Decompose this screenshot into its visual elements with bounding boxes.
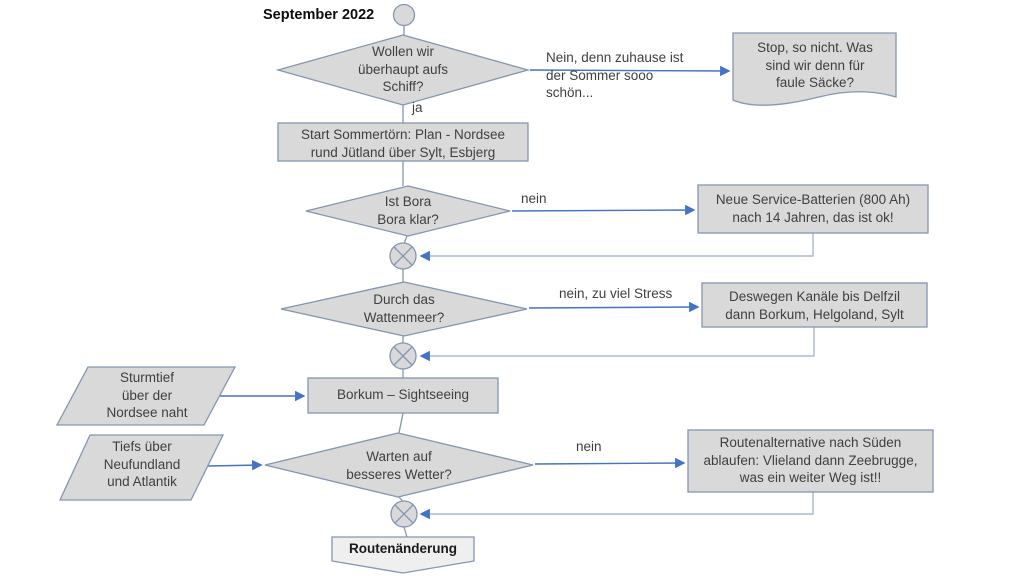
decision-bora-diamond xyxy=(305,185,511,237)
process-borkum-box xyxy=(307,377,499,414)
plain-connector-lines xyxy=(398,25,408,538)
decision-wattenmeer-diamond xyxy=(280,281,528,337)
document-stop-shape xyxy=(732,32,897,106)
process-batterien-box xyxy=(697,184,929,234)
branch-label-ja: ja xyxy=(412,100,423,115)
junction-cross-marks xyxy=(393,246,414,524)
decision-wetter-label: Warten auf besseres Wetter? xyxy=(346,449,452,482)
decision-wetter-diamond xyxy=(264,432,534,498)
offpage-routenaenderung-label: Routenänderung xyxy=(349,541,457,556)
process-routenalternative-box xyxy=(687,429,934,493)
process-kanaele-label: Deswegen Kanäle bis Delfzil dann Borkum,… xyxy=(725,289,904,322)
process-sommertoern-label: Start Sommertörn: Plan - Nordsee rund Jü… xyxy=(300,127,506,160)
input-tiefs-parallelogram xyxy=(58,434,225,501)
document-stop-label: Stop, so nicht. Was sind wir denn für fa… xyxy=(757,40,873,90)
start-circle xyxy=(392,3,416,27)
flow-arrows xyxy=(207,65,731,471)
branch-label-nein-bora: nein xyxy=(521,191,547,206)
input-tiefs-label: Tiefs über Neufundland und Atlantik xyxy=(103,439,181,489)
process-kanaele-box xyxy=(701,282,928,328)
input-sturmtief-parallelogram xyxy=(55,366,237,426)
process-batterien-label: Neue Service-Batterien (800 Ah) nach 14 … xyxy=(715,192,911,225)
process-routenalternative-label: Routenalternative nach Süden ablaufen: V… xyxy=(703,435,918,485)
process-borkum-label: Borkum – Sightseeing xyxy=(336,387,470,402)
decision-schiff-label: Wollen wir überhaupt aufs Schiff? xyxy=(357,44,449,94)
branch-label-nein-stress: nein, zu viel Stress xyxy=(559,286,673,301)
diagram-title: September 2022 xyxy=(263,7,375,23)
decision-bora-label: Ist Bora Bora klar? xyxy=(377,194,439,227)
decision-schiff-diamond xyxy=(275,34,531,106)
feedback-elbow-lines xyxy=(419,233,815,520)
offpage-routenaenderung-shape xyxy=(331,536,475,574)
input-sturmtief-label: Sturmtief über der Nordsee naht xyxy=(106,370,188,420)
branch-label-nein-zuhause: Nein, denn zuhause ist der Sommer sooo s… xyxy=(546,50,684,100)
process-sommertoern-box xyxy=(277,122,529,162)
decision-wattenmeer-label: Durch das Wattenmeer? xyxy=(363,292,445,325)
branch-label-nein-wetter: nein xyxy=(576,439,602,454)
